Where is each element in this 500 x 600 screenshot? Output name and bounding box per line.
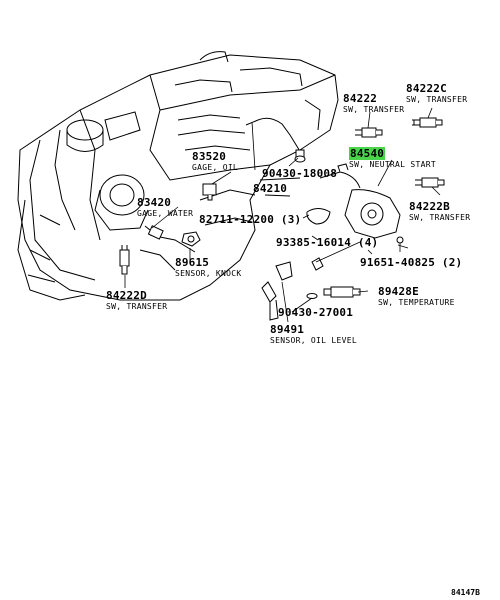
label-84222b: 84222B SW, TRANSFER [409,200,470,222]
part-number: 84210 [253,182,288,195]
part-description: SW, TEMPERATURE [378,298,455,307]
part-91651-bolt [397,237,403,243]
label-89615: 89615 SENSOR, KNOCK [175,256,242,278]
part-84222b-switch [415,178,444,187]
label-84222: 84222 SW, TRANSFER [343,92,404,114]
part-number: 83420 [137,196,172,209]
diagram-reference-code: 84147B [451,588,480,597]
part-drawings [120,118,444,320]
label-82711: 82711-12200 (3) [199,213,301,226]
part-description: SENSOR, KNOCK [175,269,242,278]
part-number: 89428E [378,285,419,298]
part-93385-washer [312,258,323,270]
part-number: 84222B [409,200,450,213]
label-91651: 91651-40825 (2) [360,256,462,269]
part-number: 89615 [175,256,210,269]
part-90430-27001-gasket [307,294,317,299]
part-90430-18008-gasket [295,156,305,162]
part-description: SW, TRANSFER [406,95,468,104]
part-description: SW, TRANSFER [106,302,168,311]
part-number: 89491 [270,323,305,336]
part-number: 82711-12200 (3) [199,213,302,226]
part-84222d-switch [120,245,129,274]
label-90430-18008: 90430-18008 [262,167,337,180]
part-description: SW, TRANSFER [343,105,405,114]
label-84540[interactable]: 84540 SW, NEUTRAL START [349,147,436,169]
engine-block-drawing [18,52,338,300]
part-description: SENSOR, OIL LEVEL [270,336,357,345]
part-84222c-switch [412,118,442,127]
part-83420-gage [145,226,163,239]
leader-lines [125,108,440,322]
part-description: GAGE, WATER [137,209,194,218]
label-93385: 93385-16014 (4) [276,236,378,249]
label-89491: 89491 SENSOR, OIL LEVEL [270,323,357,345]
label-83420: 83420 GAGE, WATER [137,196,193,218]
label-90430-27001: 90430-27001 [278,306,353,319]
part-89615-sensor [182,232,200,246]
label-83520: 83520 GAGE, OIL [192,150,238,172]
part-description: SW, TRANSFER [409,213,471,222]
label-84222d: 84222D SW, TRANSFER [106,289,167,311]
decorative-dashes [312,236,408,254]
part-description: GAGE, OIL [192,163,239,172]
label-84210: 84210 [253,182,287,195]
part-84540-switch [320,164,400,238]
part-84222-switch [355,128,382,137]
part-82711-clamp [307,209,330,225]
part-89428e-switch [324,287,360,297]
part-number: 84222 [343,92,378,105]
label-84222c: 84222C SW, TRANSFER [406,82,467,104]
label-89428e: 89428E SW, TEMPERATURE [378,285,455,307]
part-number: 91651-40825 (2) [360,256,463,269]
part-number: 93385-16014 (4) [276,236,379,249]
part-number: 84222D [106,289,147,302]
part-83520-gage [203,184,216,200]
part-89491-sensor [262,262,292,320]
part-description: SW, NEUTRAL START [349,160,436,169]
part-number: 90430-18008 [262,167,338,180]
part-number-highlighted[interactable]: 84540 [349,147,386,160]
part-number: 90430-27001 [278,306,354,319]
part-number: 83520 [192,150,227,163]
part-number: 84222C [406,82,447,95]
